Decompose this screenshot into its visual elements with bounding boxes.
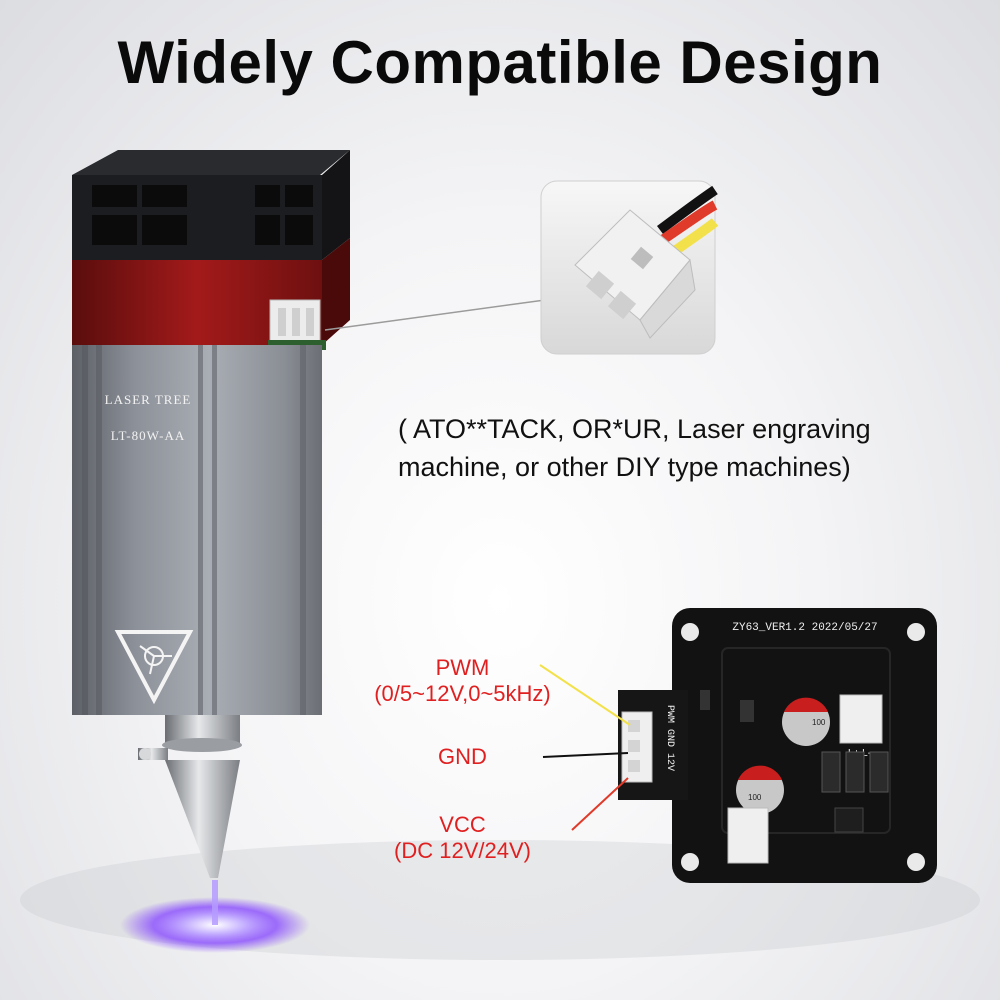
laser-warning-icon: [114, 630, 194, 705]
nozzle-cone: [165, 760, 240, 878]
mosfet: [845, 751, 865, 793]
mount-hole: [681, 853, 699, 871]
callout-line: [324, 299, 546, 331]
laser-beam: [212, 880, 218, 925]
gnd-wire: [542, 752, 629, 758]
svg-text:100: 100: [748, 793, 762, 802]
vent: [92, 185, 137, 207]
mount-hole: [907, 853, 925, 871]
vent: [285, 215, 313, 245]
output-connector: [839, 694, 883, 744]
vent: [142, 215, 187, 245]
description-line-2: machine, or other DIY type machines): [398, 452, 851, 482]
mosfet: [869, 751, 889, 793]
mount-hole: [907, 623, 925, 641]
vcc-label: VCC (DC 12V/24V): [394, 812, 531, 863]
module-brand: LASER TREE: [105, 392, 192, 407]
fan-connector: [727, 807, 769, 864]
compatibility-description: ( ATO**TACK, OR*UR, Laser engraving mach…: [398, 410, 958, 486]
svg-text:100: 100: [812, 718, 826, 727]
mosfet: [821, 751, 841, 793]
driver-board: ZY63_VER1.2 2022/05/27 PWM GND 12V 100 1…: [618, 608, 937, 883]
pwm-label: PWM (0/5~12V,0~5kHz): [374, 655, 551, 706]
vent: [255, 185, 280, 207]
board-silkscreen: ZY63_VER1.2 2022/05/27: [732, 622, 877, 634]
pin-silkscreen: PWM GND 12V: [664, 705, 675, 771]
pwm-wire: [539, 664, 631, 726]
connector-zoom-callout: [540, 180, 719, 355]
vent: [142, 185, 187, 207]
vent: [92, 215, 137, 245]
module-model: LT-80W-AA: [111, 428, 185, 443]
description-line-1: ( ATO**TACK, OR*UR, Laser engraving: [398, 414, 871, 444]
vent: [255, 215, 280, 245]
laser-module: LASER TREE LT-80W-AA: [72, 150, 350, 878]
vcc-wire: [571, 777, 629, 831]
vent: [285, 185, 313, 207]
mount-hole: [681, 623, 699, 641]
page-title: Widely Compatible Design: [117, 29, 883, 96]
gnd-label: GND: [438, 744, 487, 769]
